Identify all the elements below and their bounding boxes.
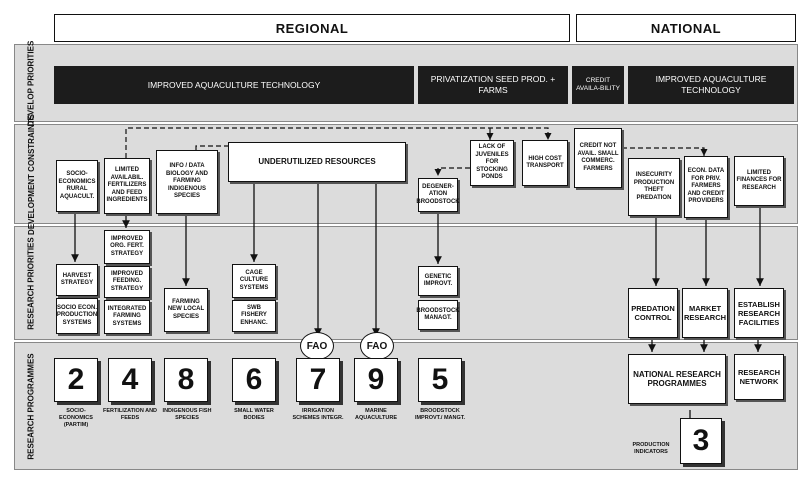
research-establish-facilities: ESTABLISH RESEARCH FACILITIES [734, 288, 784, 338]
programme-8-label: INDIGENOUS FISH SPECIES [162, 408, 212, 421]
constraint-credit-not-available: CREDIT NOT AVAIL. SMALL COMMERC. FARMERS [574, 128, 622, 188]
priority-credit-availability: CREDIT AVAILA-BILITY [572, 66, 624, 104]
programme-4: 4 [108, 358, 152, 402]
programme-8: 8 [164, 358, 208, 402]
constraint-insecurity: INSECURITY PRODUCTION THEFT PREDATION [628, 158, 680, 216]
national-research-programmes: NATIONAL RESEARCH PROGRAMMES [628, 354, 726, 404]
programme-2-label: SOCIO-ECONOMICS (PARTIM) [59, 408, 93, 428]
programme-9: 9 [354, 358, 398, 402]
research-harvest-strategy: HARVEST STRATEGY [56, 264, 98, 296]
programme-6-label: SMALL WATER BODIES [234, 408, 274, 421]
constraint-underutilized-resources: UNDERUTILIZED RESOURCES [228, 142, 406, 182]
constraint-high-cost-transport: HIGH COST TRANSPORT [522, 140, 568, 186]
programme-5: 5 [418, 358, 462, 402]
programme-3-label: PRODUCTION INDICATORS [632, 442, 670, 455]
programme-2: 2 [54, 358, 98, 402]
national-header: NATIONAL [576, 14, 796, 42]
programme-7: 7 [296, 358, 340, 402]
programme-4-label: FERTILIZATION AND FEEDS [102, 408, 158, 421]
programme-7-label: IRRIGATION SCHEMES INTEGR. [292, 408, 344, 421]
constraint-limited-fertilizers: LIMITED AVAILABIL. FERTILIZERS AND FEED … [104, 158, 150, 214]
constraint-econ-data: ECON. DATA FOR PRIV. FARMERS AND CREDIT … [684, 156, 728, 218]
priority-privatization: PRIVATIZATION SEED PROD. + FARMS [418, 66, 568, 104]
priority-regional-technology: IMPROVED AQUACULTURE TECHNOLOGY [54, 66, 414, 104]
research-broodstock-management: BROODSTOCK MANAGT. [416, 300, 460, 330]
priority-national-technology: IMPROVED AQUACULTURE TECHNOLOGY [628, 66, 794, 104]
research-swb-fishery: SWB FISHERY ENHANC. [232, 300, 276, 332]
research-market-research: MARKET RESEARCH [682, 288, 728, 338]
research-org-fert-strategy: IMPROVED ORG. FERT. STRATEGY [104, 230, 150, 264]
research-integrated-farming: INTEGRATED FARMING SYSTEMS [104, 300, 150, 334]
constraint-limited-finances: LIMITED FINANCES FOR RESEARCH [734, 156, 784, 206]
research-socio-econ-production: SOCIO ECON. PRODUCTION SYSTEMS [56, 298, 98, 334]
programme-9-label: MARINE AQUACULTURE [354, 408, 398, 421]
research-cage-culture: CAGE CULTURE SYSTEMS [232, 264, 276, 298]
research-feeding-strategy: IMPROVED FEEDING. STRATEGY [104, 266, 150, 298]
research-farming-new-species: FARMING NEW LOCAL SPECIES [164, 288, 208, 332]
programme-6: 6 [232, 358, 276, 402]
programme-3: 3 [680, 418, 722, 464]
research-network: RESEARCH NETWORK [734, 354, 784, 400]
fao-circle-9: FAO [360, 332, 394, 360]
constraint-info-data: INFO / DATA BIOLOGY AND FARMING INDIGENO… [156, 150, 218, 214]
fao-circle-7: FAO [300, 332, 334, 360]
research-genetic-improvement: GENETIC IMPROVT. [418, 266, 458, 296]
programme-5-label: BROODSTOCK IMPROVT./ MANGT. [414, 408, 466, 421]
constraint-lack-juveniles: LACK OF JUVENILES FOR STOCKING PONDS [470, 140, 514, 186]
constraint-degeneration-broodstock: DEGENER-ATION BROODSTOCK [416, 178, 460, 212]
research-predation-control: PREDATION CONTROL [628, 288, 678, 338]
regional-header: REGIONAL [54, 14, 570, 42]
constraint-socio-economics: SOCIO-ECONOMICS RURAL AQUACULT. [56, 160, 98, 212]
